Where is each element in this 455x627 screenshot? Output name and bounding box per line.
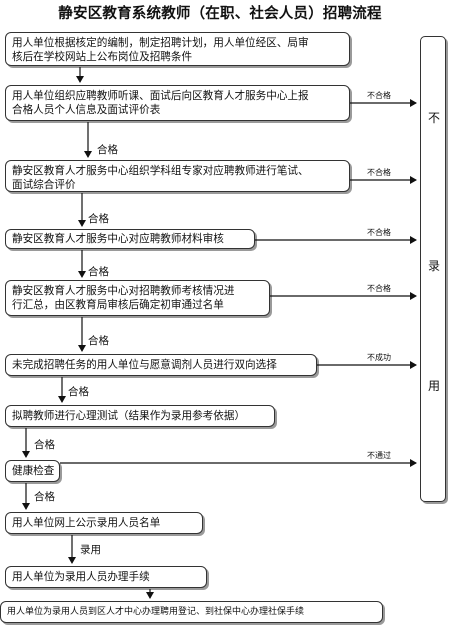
step-6-box: 未完成招聘任务的用人单位与愿意调剂人员进行双向选择 [5,354,317,376]
step-3-line-2: 面试综合评价 [12,179,76,191]
step-11-line-1: 用人单位为录用人员到区人才中心办理聘用登记、到社保中心办理社保手续 [7,607,305,617]
step-7-box: 拟聘教师进行心理测试（结果作为录用参考依据） [5,405,275,427]
step-5-line-2: 行汇总，由区教育局审核后确定初审通过名单 [12,299,224,311]
side-label-3: 不合格 [367,228,391,237]
flow-label-2: 合格 [88,213,109,225]
flow-label-6: 合格 [34,439,55,451]
flow-label-3: 合格 [88,266,109,278]
step-10-line-1: 用人单位为录用人员办理手续 [12,571,150,583]
not-hired-char-3: 用 [427,379,440,393]
step-1-line-1: 用人单位根据核定的编制，制定招聘计划，用人单位经区、局审 [12,37,309,49]
side-label-6: 不通过 [367,451,391,460]
step-11-box: 用人单位为录用人员到区人才中心办理聘用登记、到社保中心办理社保手续 [0,601,383,623]
step-6-line-1: 未完成招聘任务的用人单位与愿意调剂人员进行双向选择 [12,359,277,371]
flow-label-8: 录用 [80,544,101,556]
step-9-box: 用人单位网上公示录用人员名单 [5,512,203,534]
step-3-line-1: 静安区教育人才服务中心组织学科组专家对应聘教师进行笔试、 [12,165,309,177]
flow-label-1: 合格 [97,144,118,156]
step-9-line-1: 用人单位网上公示录用人员名单 [12,517,161,529]
side-label-5: 不成功 [367,353,391,362]
side-label-2: 不合格 [367,168,391,177]
step-7-line-1: 拟聘教师进行心理测试（结果作为录用参考依据） [12,410,246,422]
flow-label-5: 合格 [68,386,89,398]
step-1-line-2: 核后在学校网站上公布岗位及招聘条件 [12,51,193,63]
step-2-line-2: 合格人员个人信息及面试评价表 [12,104,161,116]
not-hired-char-1: 不 [427,111,440,125]
step-4-box: 静安区教育人才服务中心对应聘教师材料审核 [5,229,255,249]
step-2-line-1: 用人单位组织应聘教师听课、面试后向区教育人才服务中心上报 [12,90,309,102]
not-hired-box: 不 录 用 [420,36,446,502]
not-hired-char-2: 录 [427,259,440,273]
step-5-box: 静安区教育人才服务中心对招聘教师考核情况进 行汇总，由区教育局审核后确定初审通过… [5,280,270,316]
flow-label-4: 合格 [88,335,109,347]
step-4-line-1: 静安区教育人才服务中心对应聘教师材料审核 [12,233,224,245]
side-label-4: 不合格 [367,284,391,293]
step-3-box: 静安区教育人才服务中心组织学科组专家对应聘教师进行笔试、 面试综合评价 [5,160,350,192]
step-5-line-1: 静安区教育人才服务中心对招聘教师考核情况进 [12,285,235,297]
step-10-box: 用人单位为录用人员办理手续 [5,566,207,588]
step-8-line-1: 健康检查 [12,465,55,477]
step-8-box: 健康检查 [5,460,60,482]
step-1-box: 用人单位根据核定的编制，制定招聘计划，用人单位经区、局审 核后在学校网站上公布岗… [5,32,350,66]
page-title: 静安区教育系统教师（在职、社会人员）招聘流程 [58,6,382,22]
side-label-1: 不合格 [367,91,391,100]
flow-label-7: 合格 [34,491,55,503]
step-2-box: 用人单位组织应聘教师听课、面试后向区教育人才服务中心上报 合格人员个人信息及面试… [5,85,350,121]
